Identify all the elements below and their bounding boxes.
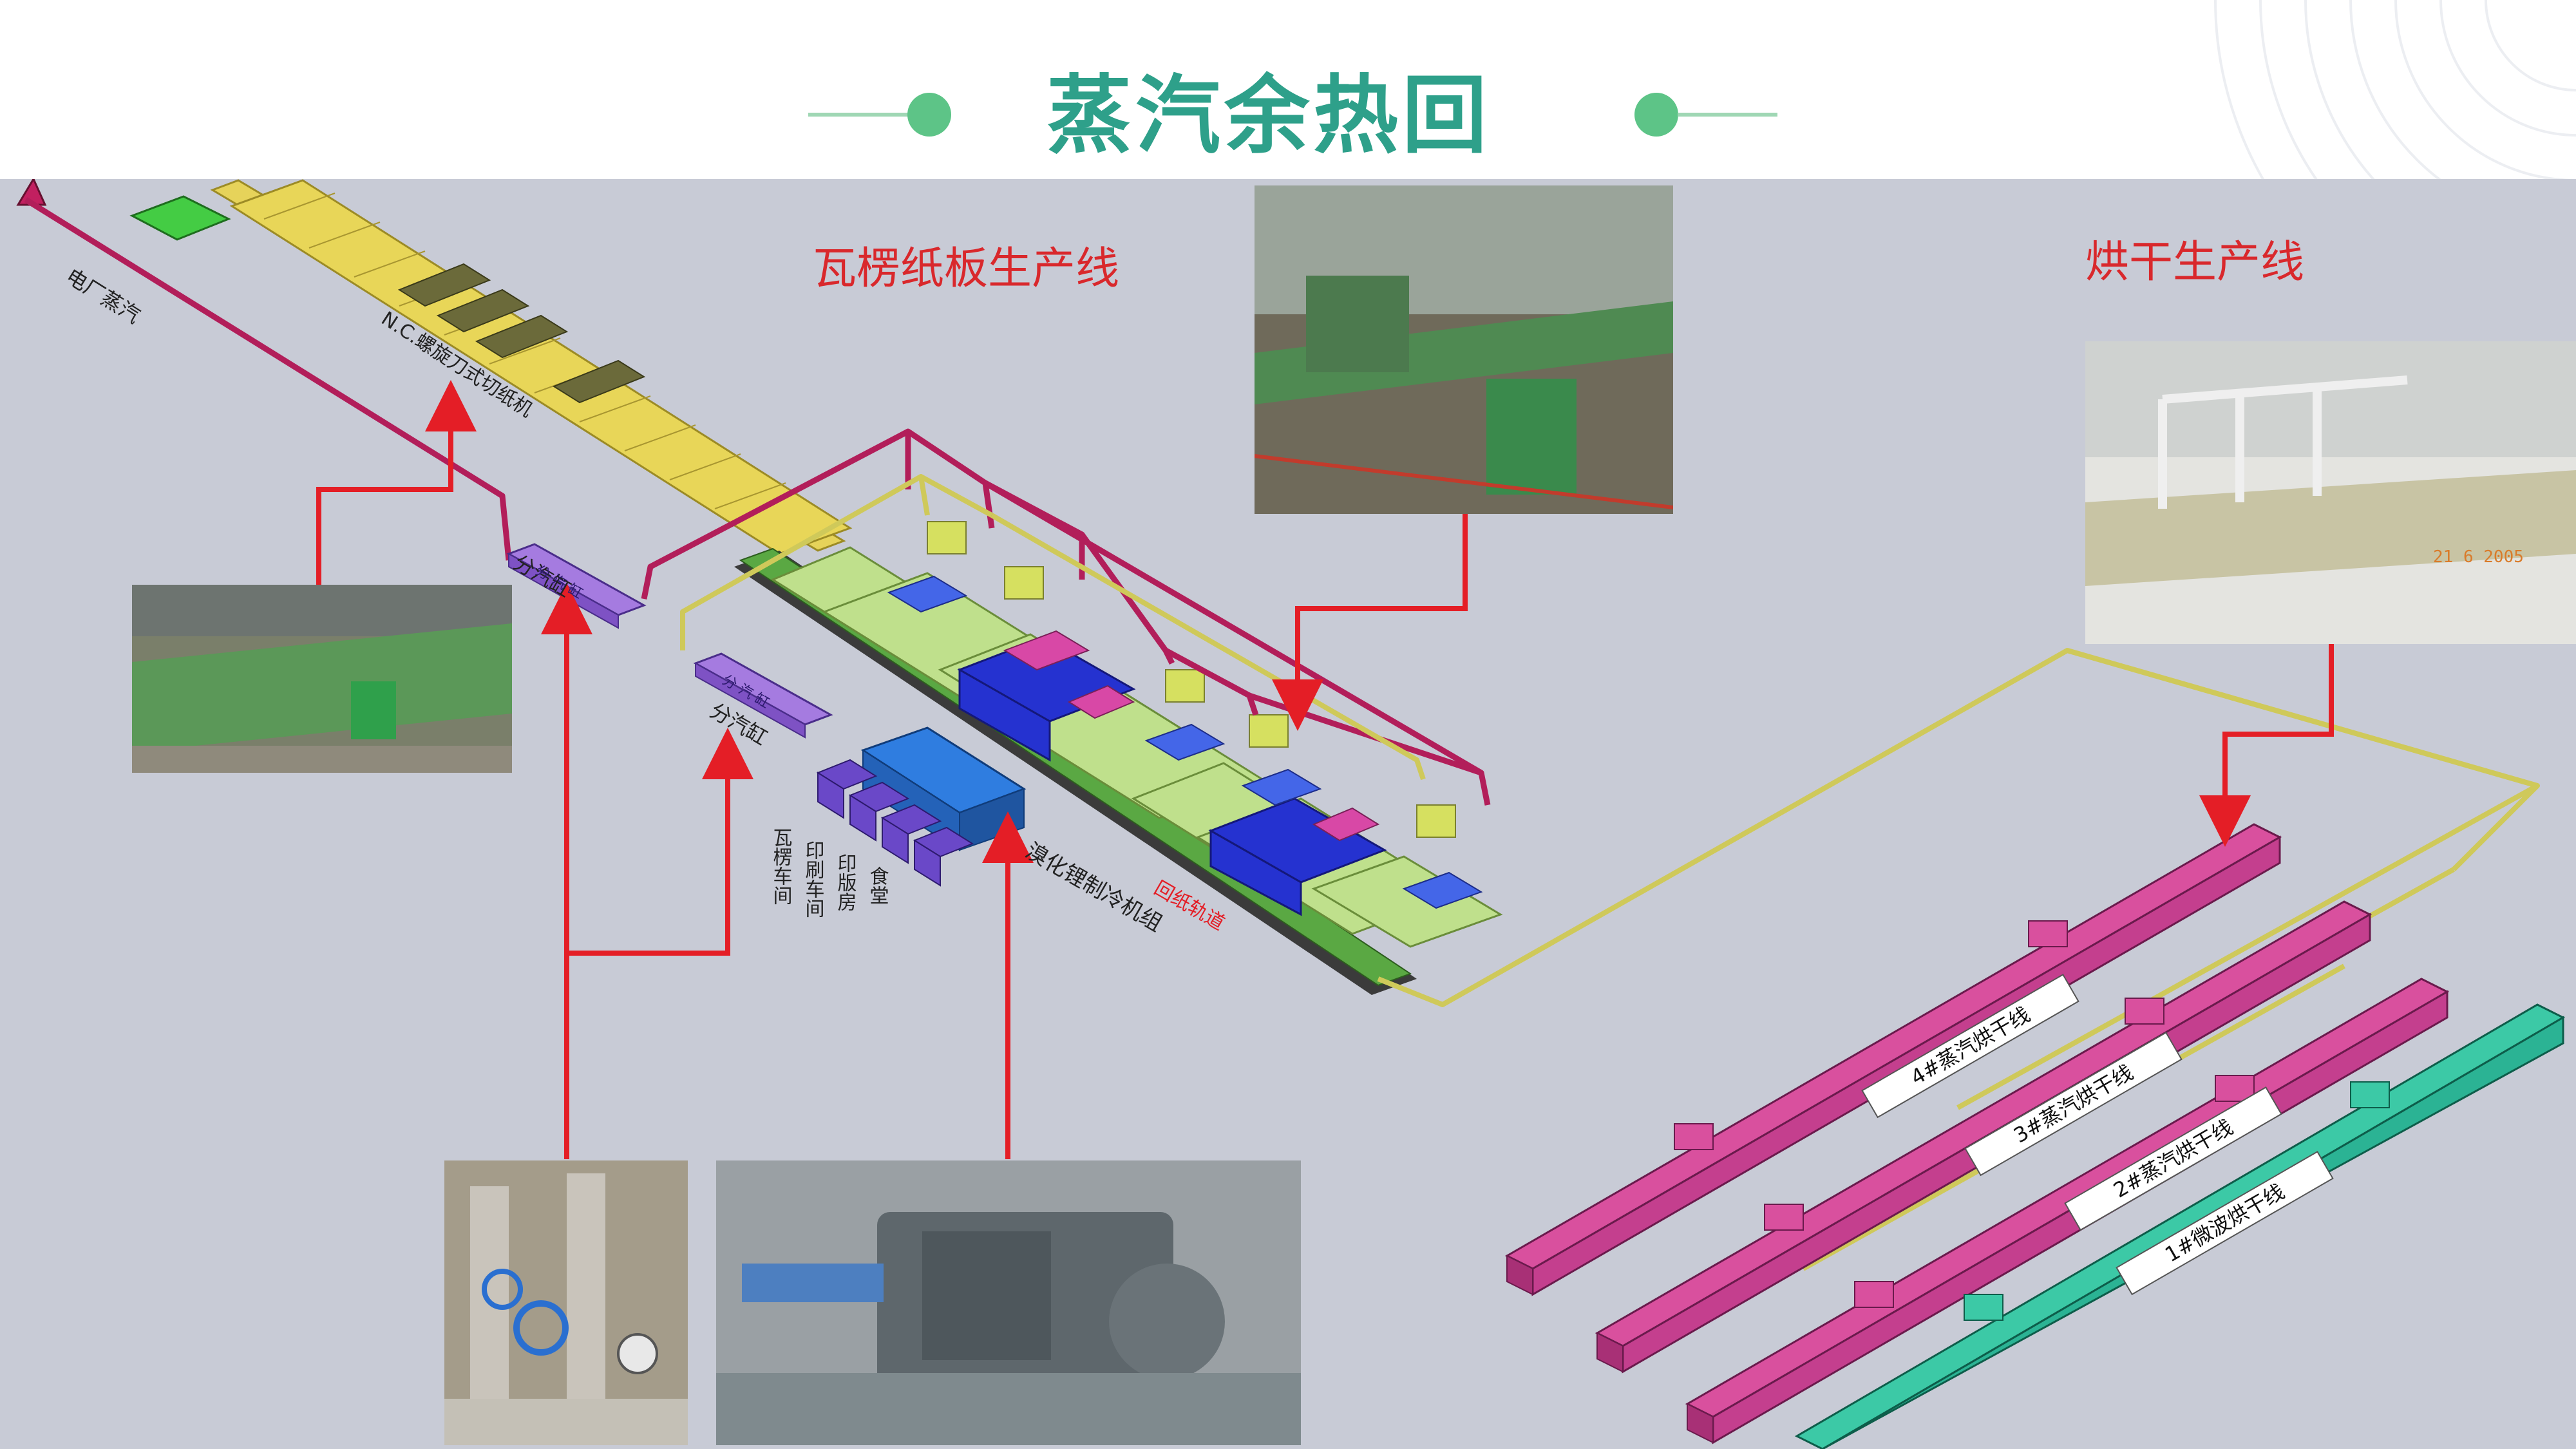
label-workshop-1: 瓦楞车间	[770, 828, 793, 905]
title-bar: 蒸汽余热回用	[0, 0, 2576, 362]
corner-arcs	[2214, 0, 2576, 362]
label-drying-line: 烘干生产线	[2085, 237, 2304, 288]
dryer-bumps	[1674, 920, 2255, 1308]
label-workshop-4: 食堂	[866, 866, 889, 905]
green-cart	[129, 195, 231, 241]
photo-slitter	[132, 585, 512, 773]
workshop-blocks	[816, 759, 974, 887]
return-pipes	[680, 474, 2540, 1271]
chiller-unit	[816, 726, 1027, 887]
corrugator-conveyor	[210, 179, 853, 555]
label-plant-steam: 电厂蒸汽	[62, 264, 145, 328]
workshop-labels: 瓦楞车间 印刷车间 印版房 食堂	[770, 828, 889, 918]
production-line-body	[734, 521, 1503, 995]
process-diagram: 瓦楞纸板生产线 烘干生产线 电厂蒸汽 N.C.螺旋刀式切纸机 分汽缸 分汽缸 分…	[16, 179, 2566, 1449]
photo-steam-valves	[444, 1160, 688, 1445]
photo-lithium-bromide-chiller	[716, 1160, 1301, 1445]
photo-date-stamp: 21 6 2005	[2433, 547, 2524, 567]
label-workshop-2: 印刷车间	[802, 840, 825, 918]
label-chiller: 溴化锂制冷机组	[1021, 838, 1167, 937]
label-workshop-3: 印版房	[834, 853, 857, 911]
title-decoration	[808, 0, 2576, 362]
nc-cutter-units	[397, 263, 646, 404]
title-dot-left	[907, 93, 951, 137]
steam-header-2	[693, 652, 833, 739]
label-corrugated-line: 瓦楞纸板生产线	[813, 243, 1119, 294]
steam-pipes	[24, 197, 1491, 806]
title-dot-right	[1634, 93, 1678, 137]
photo-corrugator-overview	[1255, 185, 1673, 514]
flow-arrows	[316, 380, 2334, 1159]
photo-dryer-line: 21 6 2005	[2085, 341, 2576, 644]
